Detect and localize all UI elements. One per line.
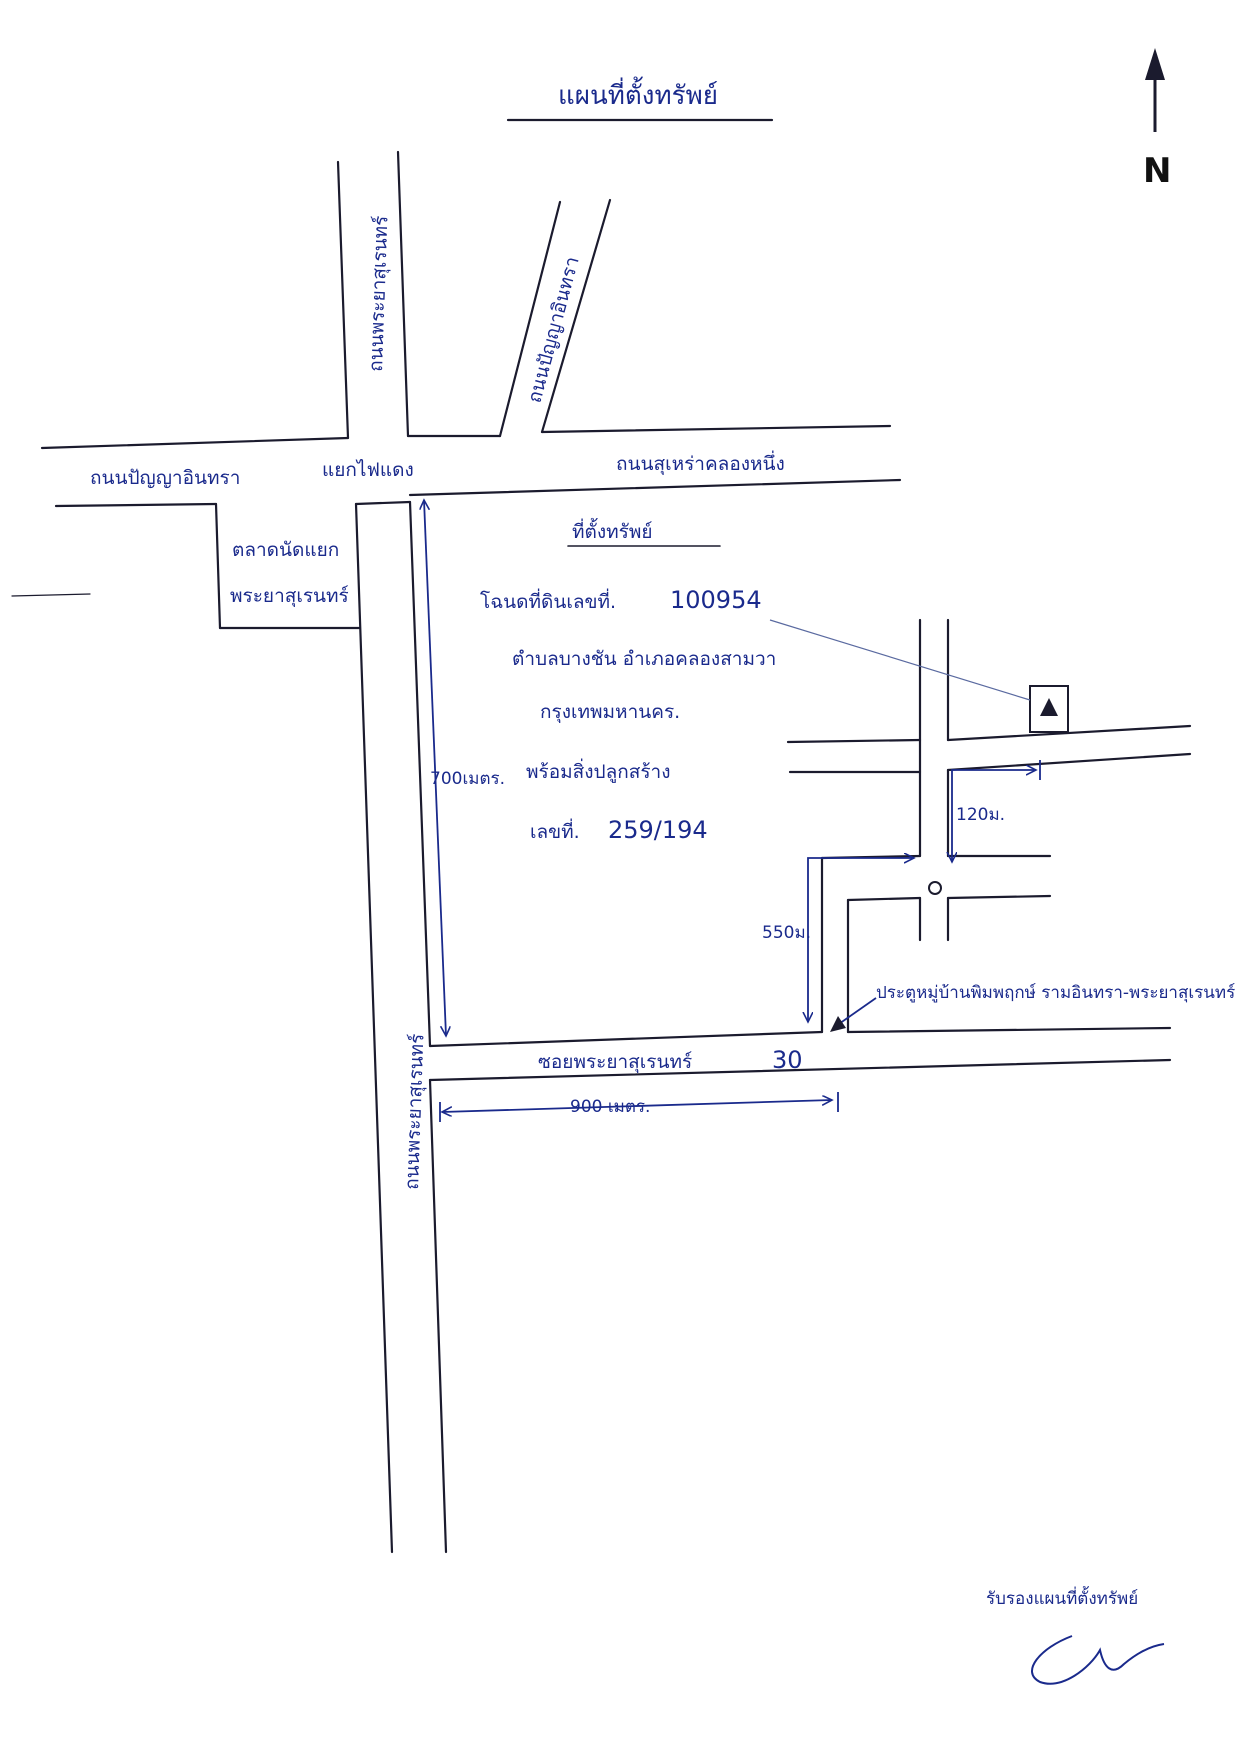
road-label-panya-intra-west: ถนนปัญญาอินทรา [90,467,240,489]
landmark-arrow-icon [830,997,877,1032]
road-phaya-suren-south [354,500,448,1554]
north-label: N [1143,151,1171,191]
certification-text: รับรองแผนที่ตั้งทรัพย์ [986,1586,1138,1609]
dim-vertical-line [424,500,446,1036]
dim-side-line [808,858,914,1022]
map-title: แผนที่ตั้งทรัพย์ [558,76,718,111]
dim-last-line [952,770,1036,862]
province-line: กรุงเทพมหานคร. [540,701,680,724]
dim-vertical-label: 700เมตร. [430,769,505,789]
road-label-suea-yai: ถนนสุเหร่าคลองหนึ่ง [616,450,785,476]
road-label-phaya-suren-south: ถนนพระยาสุเรนทร์ [401,1033,429,1190]
landmark-label: ประตูหมู่บ้านพิมพฤกษ์ รามอินทรา-พระยาสุเ… [876,983,1235,1003]
road-phaya-suren-north [336,150,410,440]
house-no: 259/194 [608,816,708,844]
road-label-soi: ซอยพระยาสุเรนทร์ [538,1051,692,1074]
road-label-panya-intra-vertical: ถนนปัญญาอินทรา [524,254,584,405]
property-leader-line [769,619,1031,701]
dim-side-label: 550ม. [762,923,811,943]
market-label-line1: ตลาดนัดแยก [232,539,339,561]
market-box [11,502,362,630]
property-marker-icon [1029,685,1069,733]
north-arrow-icon [1145,48,1165,132]
road-panya-intra-vertical [498,198,612,438]
dim-soi-label: 900 เมตร. [570,1097,650,1117]
dim-soi-line [442,1100,832,1112]
junction-marker [928,881,942,895]
deed-label: โฉนดที่ดินเลขที่. [480,588,616,613]
market-label-line2: พระยาสุเรนทร์ [230,585,349,608]
dim-last-label: 120ม. [956,805,1005,825]
road-label-intersection: แยกไฟแดง [322,459,414,481]
road-soi-phaya-suren-30 [428,1030,1172,1082]
road-east-west [40,424,902,508]
signature [1031,1635,1165,1685]
house-no-label: เลขที่. [530,818,580,843]
building-note: พร้อมสิ่งปลูกสร้าง [526,758,671,783]
road-label-soi-number: 30 [772,1046,803,1074]
property-heading: ที่ตั้งทรัพย์ [572,518,653,543]
deed-number: 100954 [670,586,762,614]
location-line: ตำบลบางชัน อำเภอคลองสามวา [512,648,776,670]
road-village-grid [786,618,1192,1034]
road-label-phaya-suren-north: ถนนพระยาสุเรนทร์ [365,215,393,372]
